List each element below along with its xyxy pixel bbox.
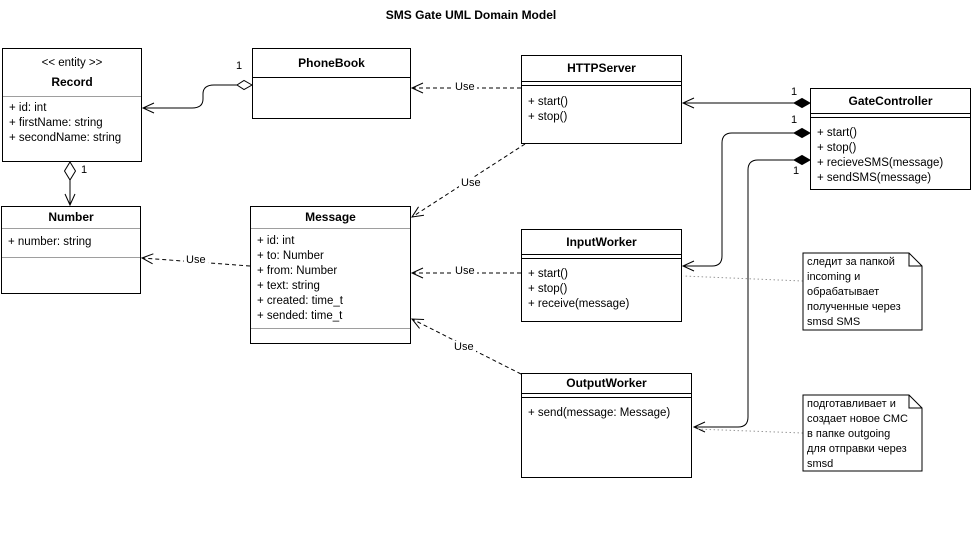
class-number: Number + number: string <box>1 206 141 294</box>
composition-gatecontroller-httpserver <box>681 97 812 109</box>
dependency-outputworker-message <box>410 318 522 375</box>
class-message-attribute: + created: time_t <box>257 295 343 307</box>
multiplicity-phonebook-record: 1 <box>234 60 245 73</box>
class-inputworker: InputWorker + start() + stop() + receive… <box>521 229 682 322</box>
multiplicity-record-number: 1 <box>79 164 90 177</box>
class-record-name: Record <box>51 75 93 89</box>
class-outputworker: OutputWorker + send(message: Message) <box>521 373 692 478</box>
composition-gatecontroller-inputworker <box>681 127 812 272</box>
note-line: полученные через <box>807 301 901 313</box>
class-httpserver-operation: + stop() <box>528 111 568 123</box>
note-line: следит за папкой <box>807 256 895 268</box>
note-fold-icon <box>908 253 922 267</box>
note-line: smsd SMS <box>807 316 861 328</box>
use-label-outputworker-message: Use <box>452 341 476 354</box>
class-gatecontroller-operation: + sendSMS(message) <box>817 172 932 184</box>
note-anchor-incoming-inputworker <box>682 275 804 282</box>
note-line: smsd <box>807 458 834 470</box>
composition-gatecontroller-outputworker <box>692 154 812 433</box>
note-shape-incoming <box>802 252 923 331</box>
multiplicity-gatecontroller-outputworker: 1 <box>791 165 802 178</box>
note-line: создает новое СМС <box>807 413 908 425</box>
aggregation-phonebook-record <box>141 79 254 114</box>
class-gatecontroller-operation: + start() <box>817 127 857 139</box>
open-diamond-icon <box>236 79 254 91</box>
empty-attribute-compartment <box>811 114 970 118</box>
class-httpserver-operation: + start() <box>528 96 568 108</box>
note-line: в папке outgoing <box>807 428 891 440</box>
empty-attribute-compartment <box>522 82 681 86</box>
class-message-attribute: + from: Number <box>257 265 338 277</box>
dependency-httpserver-message <box>410 143 526 218</box>
filled-diamond-icon <box>792 127 812 139</box>
note-fold-icon <box>908 395 922 409</box>
filled-diamond-icon <box>792 154 812 166</box>
class-record-attribute: + secondName: string <box>9 132 122 144</box>
note-outgoing: подготавливает и создает новое СМС в пап… <box>807 397 908 472</box>
note-line: подготавливает и <box>807 398 896 410</box>
class-message-attribute: + to: Number <box>257 250 324 262</box>
class-inputworker-operation: + start() <box>528 268 568 280</box>
class-gatecontroller: GateController + start() + stop() + reci… <box>810 88 971 190</box>
aggregation-record-number <box>63 161 77 207</box>
class-record-attribute: + id: int <box>9 102 47 114</box>
note-line: обрабатывает <box>807 286 880 298</box>
empty-attribute-compartment <box>522 394 691 398</box>
note-incoming: следит за папкой incoming и обрабатывает… <box>807 255 901 330</box>
class-gatecontroller-operation: + stop() <box>817 142 857 154</box>
multiplicity-gatecontroller-inputworker: 1 <box>789 114 800 127</box>
class-outputworker-operation: + send(message: Message) <box>528 407 671 419</box>
class-record-stereotype: << entity >> <box>41 57 103 69</box>
class-message-attribute: + id: int <box>257 235 295 247</box>
class-gatecontroller-operation: + recieveSMS(message) <box>817 157 944 169</box>
class-number-name: Number <box>2 207 140 229</box>
filled-diamond-icon <box>792 97 812 109</box>
class-httpserver: HTTPServer + start() + stop() <box>521 55 682 144</box>
class-message: Message + id: int + to: Number + from: N… <box>250 206 411 344</box>
note-anchor-outgoing-outputworker <box>694 428 804 434</box>
class-record-attribute: + firstName: string <box>9 117 103 129</box>
class-outputworker-name: OutputWorker <box>522 374 691 394</box>
class-number-attribute: + number: string <box>8 236 92 248</box>
note-shape-outgoing <box>802 394 923 472</box>
class-gatecontroller-name: GateController <box>811 89 970 114</box>
use-label-httpserver-phonebook: Use <box>453 81 477 94</box>
class-inputworker-name: InputWorker <box>522 230 681 255</box>
class-message-attribute: + sended: time_t <box>257 310 343 322</box>
class-phonebook: PhoneBook <box>252 48 411 119</box>
note-line: incoming и <box>807 271 861 283</box>
class-message-attribute: + text: string <box>257 280 320 292</box>
note-line: для отправки через <box>807 443 907 455</box>
use-label-message-number: Use <box>184 254 208 267</box>
open-diamond-icon <box>63 161 77 181</box>
diagram-title: SMS Gate UML Domain Model <box>385 8 557 22</box>
use-label-httpserver-message: Use <box>459 177 483 190</box>
class-httpserver-name: HTTPServer <box>522 56 681 82</box>
multiplicity-gatecontroller-httpserver: 1 <box>789 86 800 99</box>
class-inputworker-operation: + receive(message) <box>528 298 630 310</box>
class-inputworker-operation: + stop() <box>528 283 568 295</box>
empty-attribute-compartment <box>522 255 681 259</box>
class-phonebook-name: PhoneBook <box>253 49 410 78</box>
class-message-name: Message <box>251 207 410 229</box>
class-record: << entity >> Record + id: int + firstNam… <box>2 48 142 162</box>
use-label-inputworker-message: Use <box>453 265 477 278</box>
